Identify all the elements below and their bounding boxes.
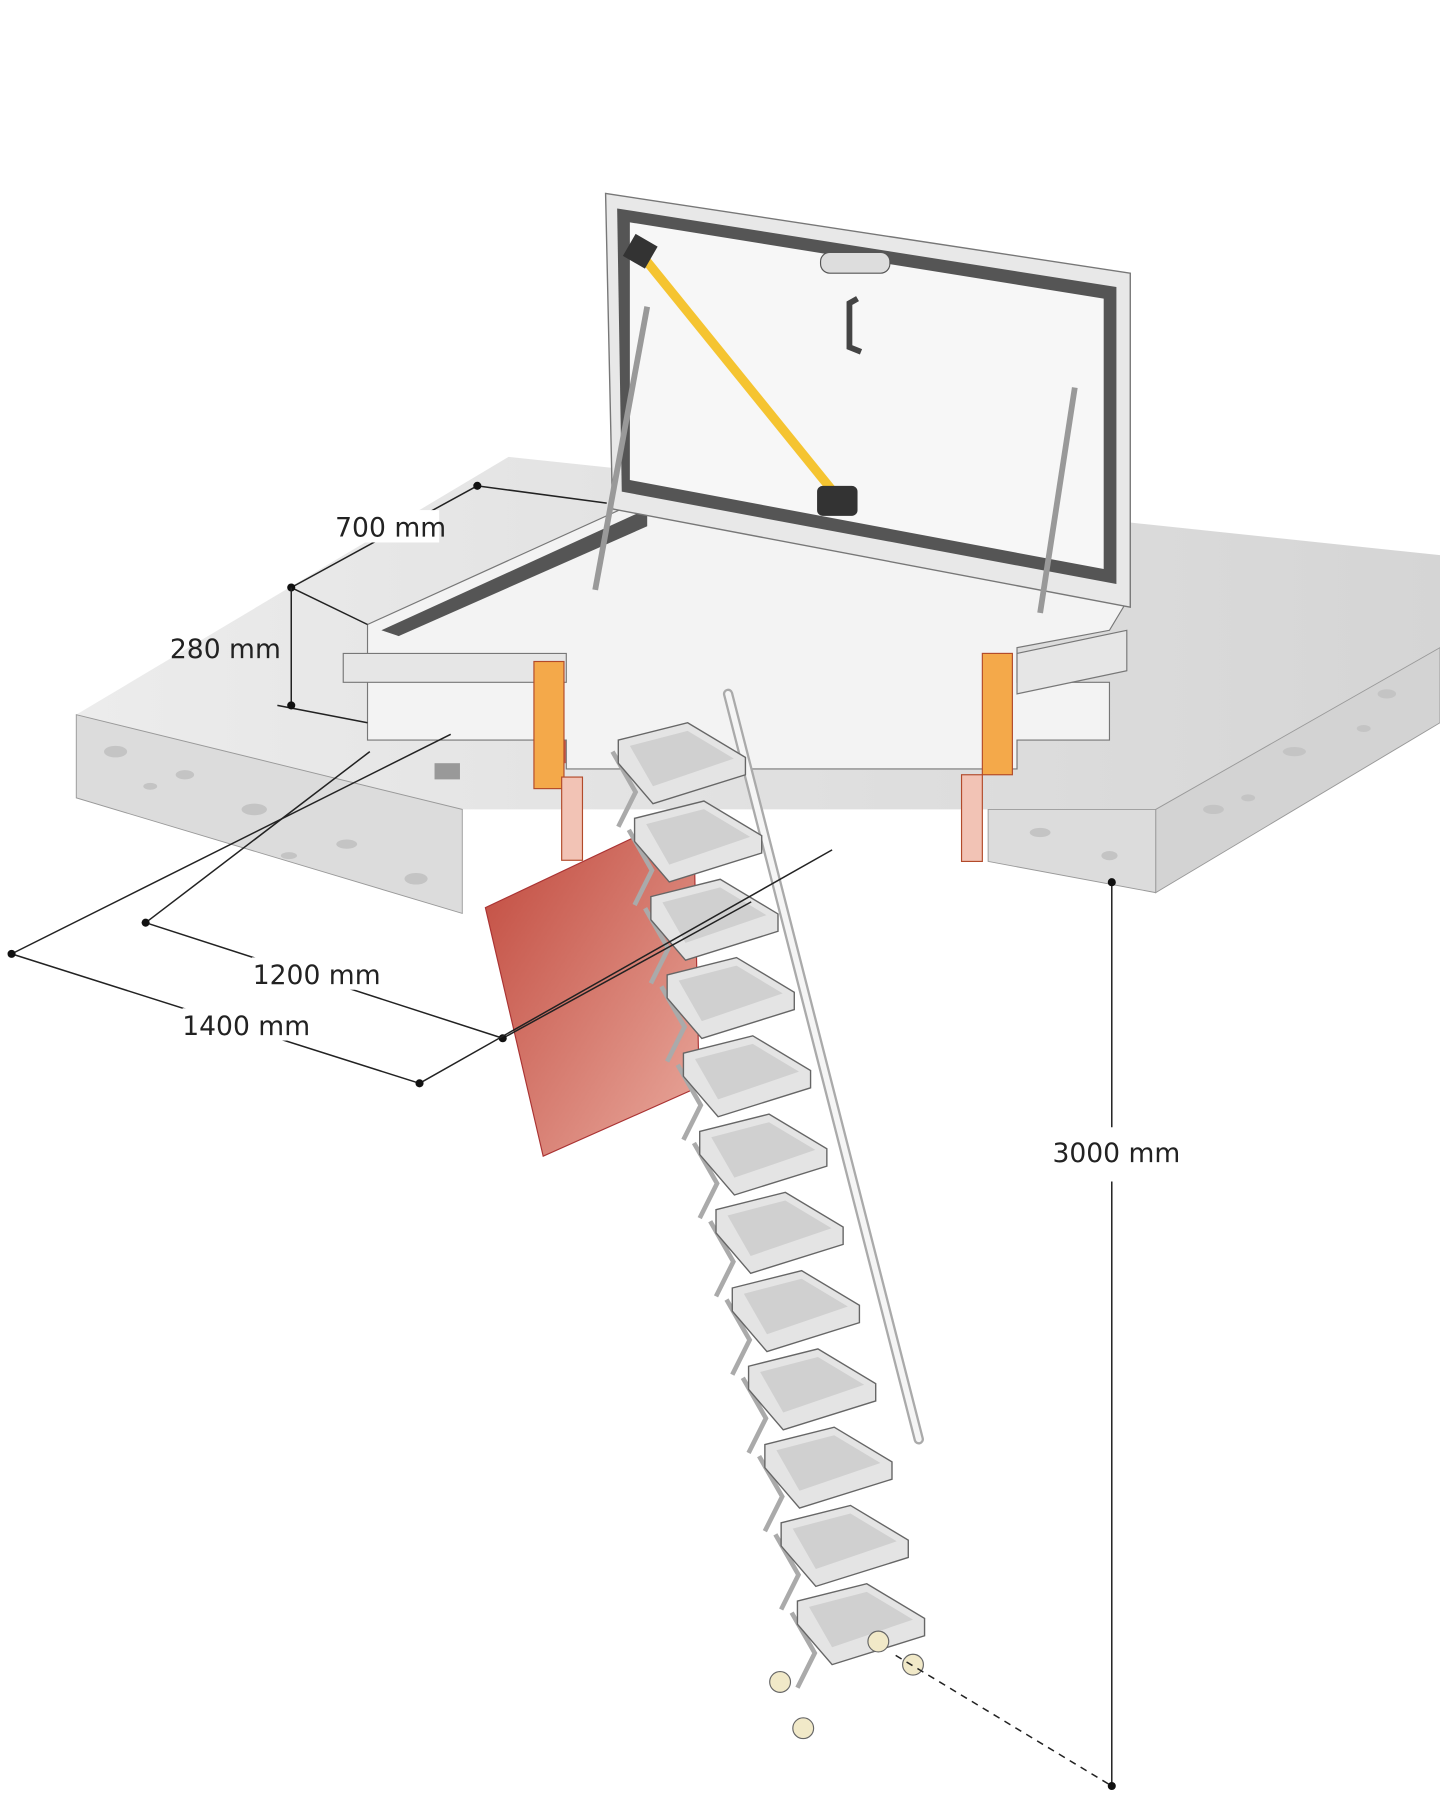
dimension-3000mm: 3000 mm xyxy=(1052,1138,1180,1169)
step-tread-grating xyxy=(711,1122,816,1178)
lid-lock xyxy=(819,251,891,274)
dimension-700mm: 700 mm xyxy=(335,513,446,544)
step-tread-grating xyxy=(792,1513,897,1570)
step-tread-grating xyxy=(808,1591,914,1648)
scissor-stair xyxy=(610,722,926,1740)
curb-gasket xyxy=(381,508,648,637)
step-tread-grating xyxy=(629,730,734,787)
lid-stay-right xyxy=(1037,387,1078,614)
hatch-lid xyxy=(592,192,1131,614)
stair-foot-roller xyxy=(769,1670,792,1693)
step-tread-grating xyxy=(743,1278,848,1335)
step-tread-grating xyxy=(727,1200,832,1256)
step-tread-grating xyxy=(776,1435,881,1491)
gas-strut-yellow xyxy=(637,251,842,501)
orange-bracket-right xyxy=(981,652,1013,776)
dimension-280mm: 280 mm xyxy=(170,634,281,665)
dimension-lines xyxy=(7,481,1116,1791)
dimension-1200mm: 1200 mm xyxy=(253,960,381,991)
slab-front-face-right xyxy=(987,808,1157,894)
fixing-clip xyxy=(434,763,460,780)
stair-foot-roller xyxy=(902,1653,924,1676)
step-tread-grating xyxy=(678,965,783,1022)
step-tread-grating xyxy=(694,1043,800,1100)
slab-front-face xyxy=(75,714,463,915)
aggregate-pattern xyxy=(104,689,1397,885)
stair-foot-roller xyxy=(792,1717,815,1740)
step-tread-grating xyxy=(760,1357,865,1413)
stair-foot-roller xyxy=(867,1630,890,1653)
step-tread-grating xyxy=(646,809,751,865)
orange-bracket-left xyxy=(533,660,565,790)
dimension-1400mm: 1400 mm xyxy=(182,1011,310,1042)
lid-handle xyxy=(846,296,863,355)
lid-stay-left xyxy=(592,306,651,591)
